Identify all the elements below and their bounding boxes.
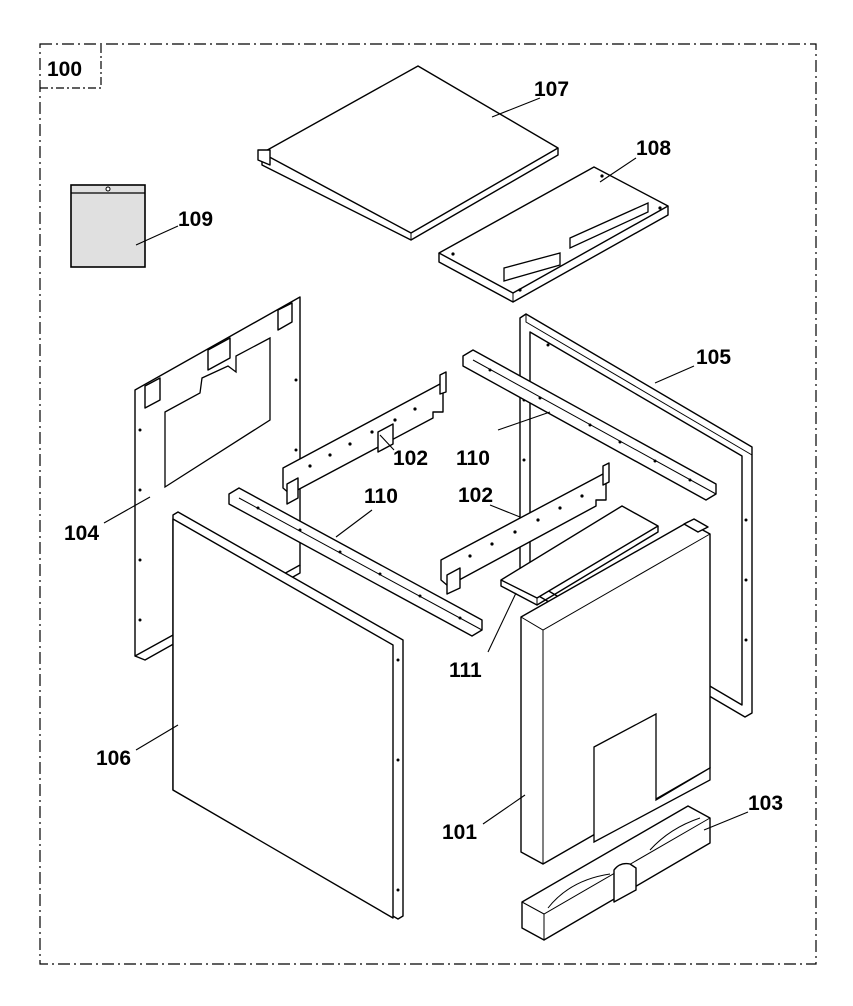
callout-102-lower: 102	[458, 484, 493, 507]
part-106-front-panel	[172, 511, 404, 920]
callout-109: 109	[178, 208, 213, 231]
part-111-shelf	[500, 505, 659, 606]
callout-106: 106	[96, 747, 131, 770]
part-110-lower-rail	[228, 487, 483, 637]
callout-104: 104	[64, 522, 99, 545]
callout-105: 105	[696, 346, 731, 369]
callout-107: 107	[534, 78, 569, 101]
assembly-label-box	[40, 44, 102, 89]
callout-110-lower: 110	[364, 485, 398, 508]
assembly-number-label: 100	[47, 58, 82, 81]
part-107-top-cover	[257, 65, 559, 241]
assembly-border	[39, 43, 817, 965]
part-101-side-panel	[520, 518, 711, 865]
part-103-base-tray	[521, 805, 711, 941]
callout-110-upper: 110	[456, 447, 490, 470]
part-110-upper-rail	[462, 349, 717, 501]
callout-108: 108	[636, 137, 671, 160]
callout-103: 103	[748, 792, 783, 815]
callout-102-upper: 102	[393, 447, 428, 470]
part-109-label-sheet	[70, 184, 146, 268]
callout-101: 101	[442, 821, 477, 844]
callout-leaders	[103, 97, 749, 831]
callout-111: 111	[449, 659, 482, 682]
part-102-lower-bracket	[440, 462, 610, 595]
part-108-top-panel-with-slots	[438, 166, 669, 303]
